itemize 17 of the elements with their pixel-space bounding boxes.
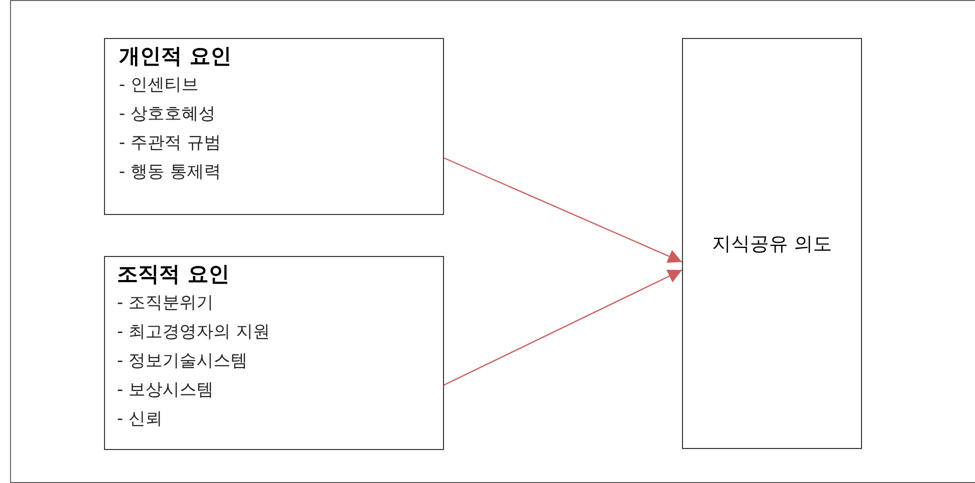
list-item: - 상호호혜성 [119,103,216,126]
list-item: - 행동 통제력 [119,161,221,184]
list-item: - 최고경영자의 지원 [117,321,270,344]
list-item: - 보상시스템 [117,379,214,402]
list-item: - 조직분위기 [117,292,214,315]
list-item: - 주관적 규범 [119,132,221,155]
box-title: 조직적 요인 [117,261,230,288]
list-item: - 인센티브 [119,74,199,97]
arrow [444,157,682,263]
list-item: - 신뢰 [117,408,163,431]
factor-box [104,38,444,215]
box-title: 지식공유 의도 [712,232,832,256]
list-item: - 정보기술시스템 [117,350,248,373]
factor-box [104,256,444,450]
box-title: 개인적 요인 [119,43,232,70]
arrow [444,269,682,386]
outcome-box [682,38,862,449]
